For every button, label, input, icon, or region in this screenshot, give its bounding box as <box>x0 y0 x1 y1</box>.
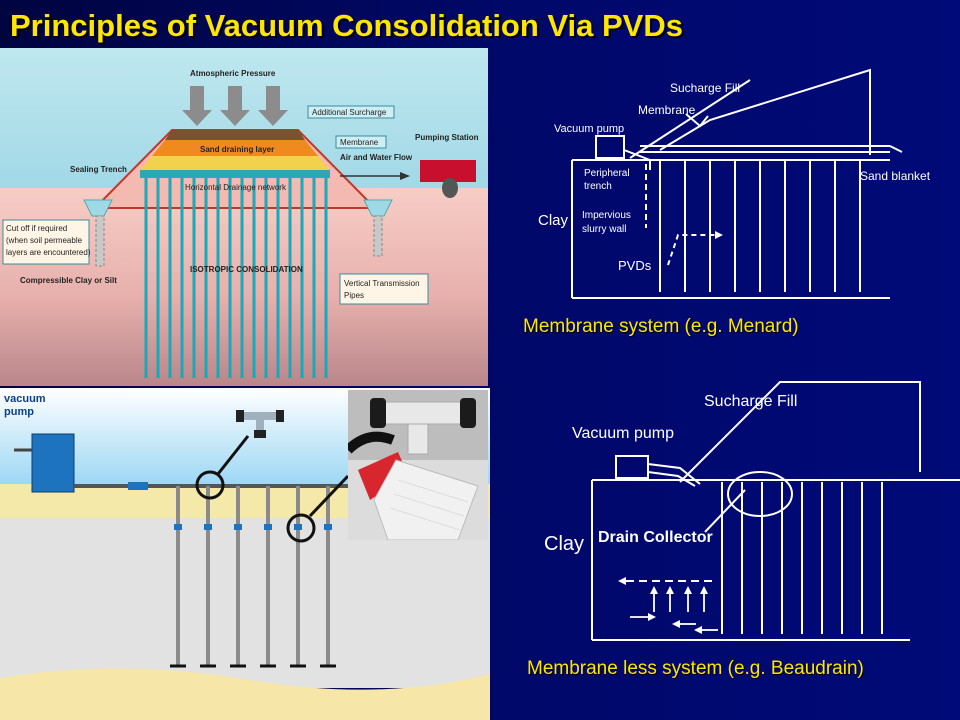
surcharge-fill-outline <box>679 381 921 483</box>
label-peripheral: Peripheral <box>584 168 630 179</box>
vertical-drains <box>176 486 330 666</box>
embankment-diagram: Atmospheric Pressure Additional Surcharg… <box>0 48 488 386</box>
label-cutoff-1: Cut off if required <box>6 224 67 233</box>
label-vertical-pipes-2: Pipes <box>344 291 364 300</box>
connector-highlight <box>727 471 793 517</box>
label-vacuum-pump: Vacuum pump <box>572 425 674 442</box>
tee-fitting-icon <box>236 410 284 438</box>
embankment-svg: Atmospheric Pressure Additional Surcharg… <box>0 48 488 386</box>
surcharge-top <box>165 130 305 140</box>
vacuum-pump-box <box>615 455 649 479</box>
pressure-arrow <box>220 86 250 126</box>
label-vertical-pipes-1: Vertical Transmission <box>344 279 420 288</box>
beaudrain-diagram: Sucharge Fill Vacuum pump Clay Drain Col… <box>530 372 960 652</box>
sand-base <box>0 668 490 720</box>
cutoff-wall-right <box>373 215 383 257</box>
label-additional-surcharge: Additional Surcharge <box>312 108 387 117</box>
drain-connector-highlight <box>286 513 316 543</box>
label-trench: trench <box>584 181 612 192</box>
label-surcharge-fill: Sucharge Fill <box>704 393 797 410</box>
cutoff-wall-left <box>95 215 105 267</box>
flow-arrows <box>630 592 718 631</box>
caption-menard: Membrane system (e.g. Menard) <box>523 316 799 337</box>
pvd-lines <box>659 160 861 292</box>
sand-layer <box>140 156 330 170</box>
label-drain-collector: Drain Collector <box>598 529 713 546</box>
sealing-trench-right <box>363 199 393 217</box>
surcharge-fill-outline <box>659 68 871 155</box>
label-air-water-flow: Air and Water Flow <box>340 153 413 162</box>
label-sand-blanket: Sand blanket <box>860 169 931 183</box>
label-sealing-trench: Sealing Trench <box>70 165 127 174</box>
drain-lines <box>721 482 883 634</box>
label-sand-draining: Sand draining layer <box>200 145 274 154</box>
pump-tank <box>442 178 458 198</box>
drainage-network <box>140 170 330 178</box>
vertical-pipes <box>144 178 328 378</box>
pumping-station <box>420 160 476 182</box>
menard-diagram: Sucharge Fill Membrane Vacuum pump Perip… <box>510 60 960 310</box>
label-pump: pump <box>4 406 34 418</box>
label-vacuum-pump: Vacuum pump <box>554 123 624 135</box>
label-slurry-wall: slurry wall <box>582 224 626 235</box>
vacuum-pump-box <box>31 433 75 493</box>
caption-beaudrain: Membrane less system (e.g. Beaudrain) <box>527 658 864 679</box>
vacuum-pump-diagram: vacuum pump <box>0 388 490 720</box>
page-title: Principles of Vacuum Consolidation Via P… <box>10 8 683 43</box>
label-clay: Clay <box>544 533 584 555</box>
fitting-photo <box>348 390 488 540</box>
label-horizontal-drainage: Horizontal Drainage network <box>185 183 287 192</box>
vacuum-pump-box <box>595 135 625 159</box>
label-clay: Clay <box>538 212 569 229</box>
label-cutoff-2: (when soil permeable <box>6 236 83 245</box>
label-cutoff-3: layers are encountered) <box>6 248 91 257</box>
label-pumping-station: Pumping Station <box>415 133 479 142</box>
pressure-arrow <box>258 86 288 126</box>
label-membrane: Membrane <box>638 103 696 117</box>
label-atmospheric-pressure: Atmospheric Pressure <box>190 69 276 78</box>
label-isotropic: ISOTROPIC CONSOLIDATION <box>190 265 303 274</box>
vacuum-pump-svg: vacuum pump <box>0 388 490 720</box>
label-vacuum: vacuum <box>4 393 46 405</box>
pressure-arrow <box>182 86 212 126</box>
label-pvds: PVDs <box>618 258 652 273</box>
label-surcharge-fill: Sucharge Fill <box>670 81 740 95</box>
ground <box>0 518 490 688</box>
surcharge-layer <box>152 140 318 156</box>
label-compressible: Compressible Clay or Silt <box>20 276 117 285</box>
tee-connector-highlight <box>195 470 225 500</box>
label-membrane: Membrane <box>340 138 379 147</box>
label-impervious: Impervious <box>582 210 631 221</box>
